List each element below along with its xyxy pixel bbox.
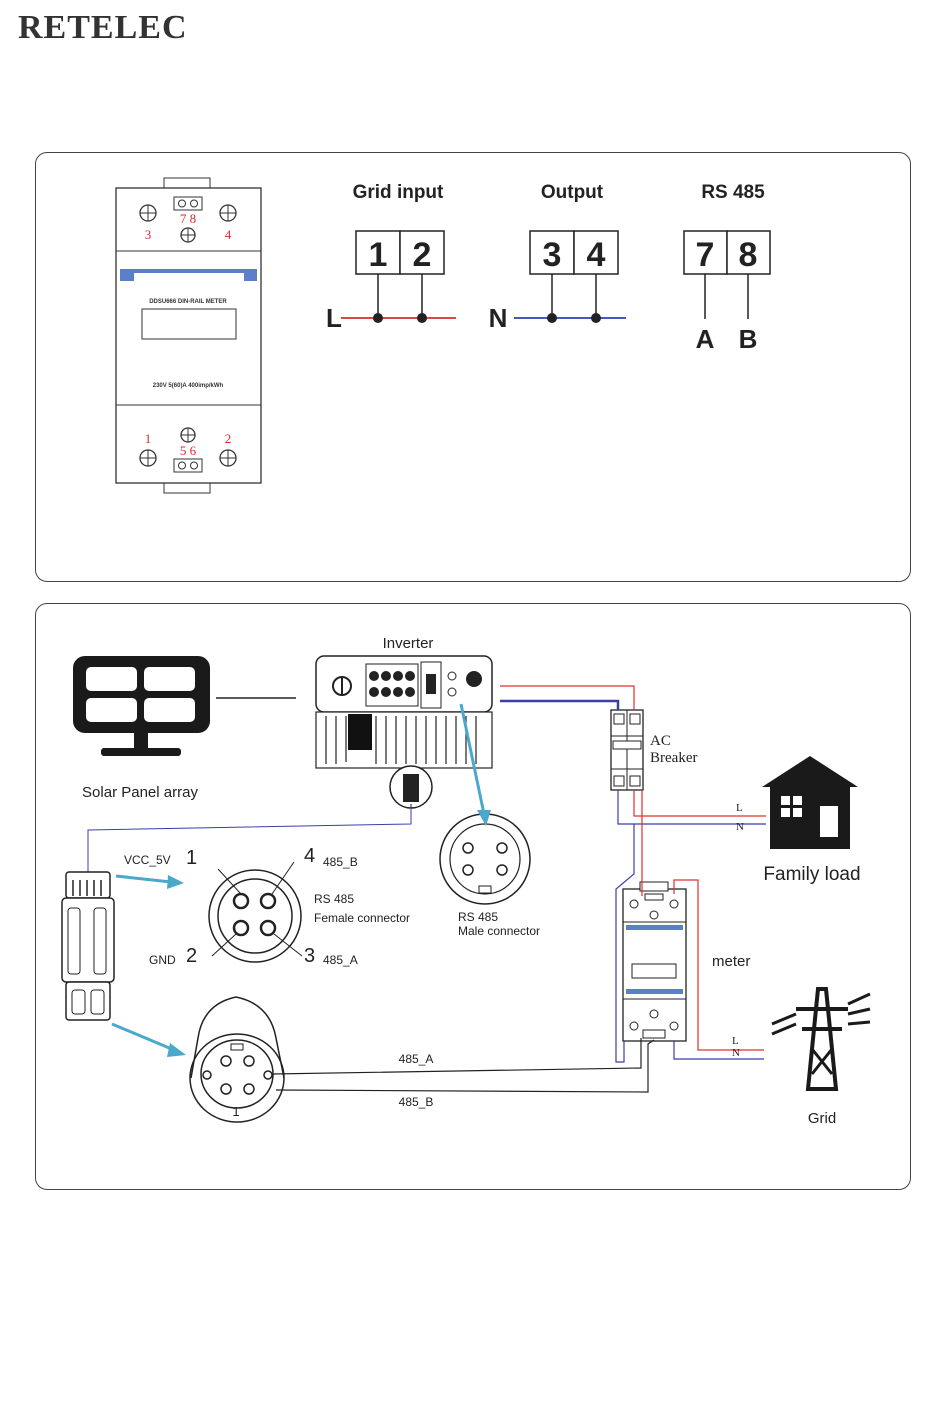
output-wire-N: N [489, 303, 508, 333]
male-connector-subtitle: Male connector [458, 924, 540, 938]
terminal-label-1: 1 [145, 431, 152, 446]
wiring-diagram: Solar Panel array Inverter [36, 604, 910, 1189]
rs485-female-connector-icon [209, 862, 302, 962]
rs485-title: RS 485 [701, 182, 765, 203]
load-line-N: N [736, 821, 744, 833]
terminal-screw-center-top [181, 228, 195, 242]
terminal-label-4: 4 [225, 227, 232, 242]
grid-terminal-1: 1 [369, 236, 388, 274]
grid-input-title: Grid input [353, 182, 444, 203]
grid-line-L: L [732, 1035, 739, 1047]
grid-wire-L: L [326, 303, 342, 333]
meter-model-text: DDSU666 DIN-RAIL METER [149, 299, 227, 305]
terminal-screw-2 [220, 450, 236, 466]
rs485-group: RS 485 7 8 A B [684, 182, 770, 354]
male-connector-title: RS 485 [458, 910, 498, 924]
grid-input-group: Grid input 1 2 L [326, 182, 456, 333]
grid-label: Grid [808, 1110, 836, 1127]
terminal-label-3: 3 [145, 227, 152, 242]
terminal-screw-center-bottom [181, 428, 195, 442]
female-connector-title: RS 485 [314, 892, 354, 906]
meter-display [142, 309, 236, 339]
rs485-label-B: B [739, 324, 758, 354]
rs485-terminal-8: 8 [739, 236, 758, 274]
house-icon [762, 756, 858, 849]
female-connector-subtitle: Female connector [314, 911, 410, 925]
meter-small-device [623, 882, 686, 1041]
female-485a-label: 485_A [323, 953, 358, 967]
arrow-plug-to-round-plug [112, 1024, 186, 1057]
wire-485b [276, 1040, 654, 1092]
solar-panel-label: Solar Panel array [82, 784, 198, 801]
ac-breaker-device [611, 710, 643, 790]
wire-485b-label: 485_B [399, 1095, 434, 1109]
grid-tower-icon [772, 989, 870, 1089]
inverter-device [316, 656, 492, 768]
output-terminal-4: 4 [587, 236, 606, 274]
rs485-cable-plug-icon [62, 872, 114, 1020]
meter-spec-text: 230V 5(60)A 400imp/kWh [153, 383, 224, 389]
wire-inverter-breaker-N [500, 701, 618, 710]
female-vcc-label: VCC_5V [124, 853, 171, 867]
breaker-label-ac: AC [650, 733, 671, 749]
svg-text:RETELEC: RETELEC [18, 9, 188, 46]
output-terminal-3: 3 [543, 236, 562, 274]
wiring-panel: Solar Panel array Inverter [35, 603, 911, 1190]
wire-breaker-load-L [634, 790, 766, 816]
meter-device: 7 8 3 4 DDSU666 DIN-RAIL METER 230V 5(60… [116, 178, 261, 493]
female-pin-1: 1 [186, 847, 197, 869]
arrow-plug-to-female [116, 875, 184, 889]
female-485b-label: 485_B [323, 855, 358, 869]
wire-485a [272, 1038, 641, 1074]
rs485-male-connector-icon [440, 814, 530, 904]
wire-breaker-load-N [618, 790, 766, 824]
round-plug-pin-1: 1 [232, 1104, 239, 1119]
terminal-screw-4 [220, 205, 236, 221]
wire-inverter-breaker-L [500, 686, 634, 710]
terminal-label-78: 7 8 [180, 211, 196, 226]
grid-terminal-2: 2 [413, 236, 432, 274]
meter-terminal-panel: 7 8 3 4 DDSU666 DIN-RAIL METER 230V 5(60… [35, 152, 911, 582]
female-pin-4: 4 [304, 845, 315, 867]
output-title: Output [541, 182, 604, 203]
rs485-label-A: A [696, 324, 715, 354]
female-pin-2: 2 [186, 945, 197, 967]
terminal-label-56: 5 6 [180, 443, 197, 458]
inverter-label: Inverter [383, 635, 434, 652]
rs485-terminal-7: 7 [696, 236, 715, 274]
terminal-screw-3 [140, 205, 156, 221]
family-load-label: Family load [763, 864, 860, 885]
breaker-label-breaker: Breaker [650, 750, 697, 766]
female-gnd-label: GND [149, 953, 176, 967]
retelec-logo: RETELEC [18, 6, 218, 46]
solar-panel-icon [73, 656, 210, 756]
load-line-L: L [736, 802, 743, 814]
wire-485a-label: 485_A [399, 1052, 434, 1066]
meter-label: meter [712, 953, 750, 970]
meter-terminal-diagram: 7 8 3 4 DDSU666 DIN-RAIL METER 230V 5(60… [36, 153, 910, 581]
female-pin-3: 3 [304, 945, 315, 967]
grid-line-N: N [732, 1047, 740, 1059]
output-group: Output 3 4 N [489, 182, 626, 333]
terminal-screw-1 [140, 450, 156, 466]
terminal-label-2: 2 [225, 431, 232, 446]
